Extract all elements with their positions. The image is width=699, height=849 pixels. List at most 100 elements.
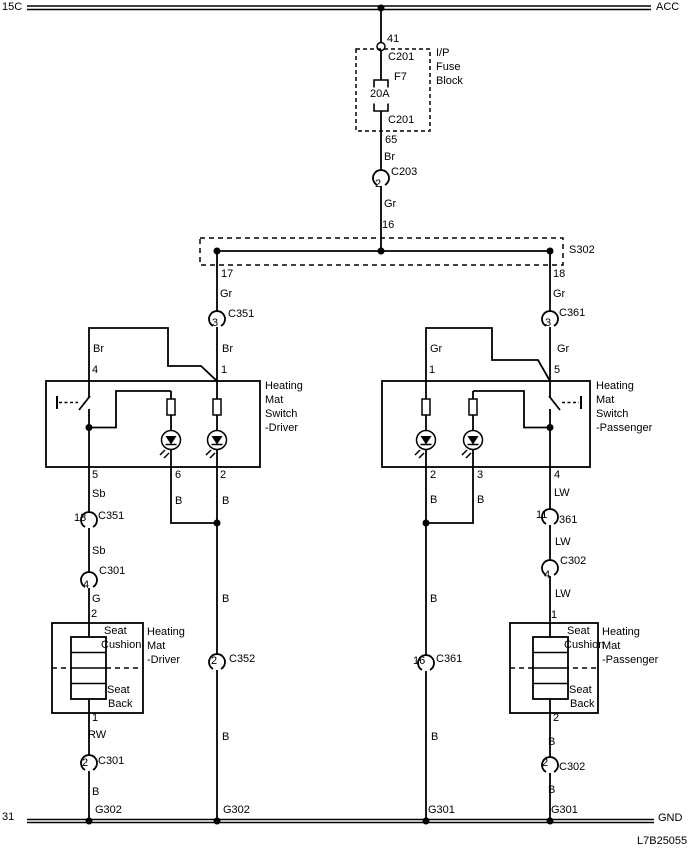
passenger-drop-wire (425, 251, 559, 382)
driver-return-wire (170, 467, 226, 820)
connector-label: C301 (99, 565, 126, 577)
wire-color-label: Sb (92, 488, 106, 500)
pin-number: 13 (74, 512, 87, 524)
connector-label: C361 (436, 653, 463, 665)
resistor-symbol (212, 398, 222, 416)
connector-symbol-c352 (208, 653, 226, 670)
wire-color-label: B (430, 593, 438, 605)
wire-color-label: Gr (553, 288, 566, 300)
ground-label: G301 (428, 804, 455, 816)
pin-number: 16 (382, 219, 395, 231)
diagram-code: L7B25055 (637, 835, 688, 847)
ground-rail (27, 818, 654, 824)
led-symbol (414, 429, 437, 459)
connector-symbol-c301b (80, 754, 98, 771)
component-label: Heating (602, 626, 640, 638)
fuse-rating: 20A (370, 88, 390, 100)
component-label: -Passenger (596, 422, 653, 434)
connector-label: C301 (98, 755, 125, 767)
driver-mat-ground-wire (80, 699, 98, 820)
connector-symbol-c361 (541, 310, 559, 327)
pin-number: 5 (92, 469, 99, 481)
ground-label: G302 (223, 804, 250, 816)
wire-color-label: B (548, 736, 556, 748)
connector-symbol-c302b (541, 756, 559, 773)
fuse-block-label: Fuse (436, 61, 461, 73)
passenger-switch (381, 380, 591, 468)
mat-section-label: Cushion (101, 639, 142, 651)
wire-color-label: Gr (384, 198, 397, 210)
mat-section-label: Back (570, 698, 595, 710)
resistor-symbol (468, 398, 478, 416)
connector-label: C352 (229, 653, 256, 665)
connector-label: C201 (388, 51, 415, 63)
pin-number: 2 (542, 757, 549, 769)
pin-number: 2 (553, 712, 560, 724)
pin-number: 1 (92, 712, 99, 724)
component-label: Switch (265, 408, 298, 420)
connector-symbol-c361c (417, 654, 435, 671)
connector-label: C302 (560, 555, 587, 567)
driver-drop-wire (88, 251, 226, 382)
wire-color-label: B (548, 784, 556, 796)
pin-number: 16 (413, 655, 426, 667)
connector-label: C361 (559, 307, 586, 319)
junction-dot (85, 817, 93, 825)
fuse-symbol (373, 79, 389, 88)
switch-blade (548, 395, 561, 411)
pin-number: 1 (429, 364, 436, 376)
led-symbol (461, 429, 484, 459)
connector-label: 361 (559, 514, 578, 526)
fuse-symbol (373, 103, 389, 112)
led-symbol (159, 429, 182, 459)
component-label: Switch (596, 408, 629, 420)
junction-dot (213, 817, 221, 825)
wire-color-label: B (431, 731, 439, 743)
pin-number: 4 (92, 364, 99, 376)
component-label: Heating (596, 380, 634, 392)
wire-color-label: Br (222, 343, 233, 355)
wire-color-label: Gr (430, 343, 443, 355)
mat-section-label: Cushion (564, 639, 605, 651)
component-label: -Driver (147, 654, 180, 666)
passenger-supply-wire (541, 467, 559, 637)
mat-section-label: Seat (107, 684, 130, 696)
wire-color-label: Gr (557, 343, 570, 355)
wire-color-label: B (175, 495, 183, 507)
mat-section-label: Back (108, 698, 133, 710)
wire-color-label: Gr (220, 288, 233, 300)
pin-number: 5 (554, 364, 561, 376)
wire-color-label: B (430, 494, 438, 506)
wire-color-label: Br (384, 151, 395, 163)
wire-color-label: B (222, 731, 230, 743)
ground-label: G301 (551, 804, 578, 816)
pin-number: 2 (211, 655, 218, 667)
pin-number: 18 (553, 268, 566, 280)
connector-label: C302 (559, 761, 586, 773)
component-label: Mat (602, 640, 621, 652)
component-label: Heating (265, 380, 303, 392)
splice-label: S302 (569, 244, 595, 256)
ground-label: G302 (95, 804, 122, 816)
ground-rail-right-label: GND (658, 812, 683, 824)
pin-number: 2 (430, 469, 437, 481)
wire-color-label: B (222, 495, 230, 507)
power-rail (27, 5, 651, 11)
ground-rail-left-label: 31 (2, 811, 15, 823)
driver-supply-wire (80, 467, 98, 637)
pin-number: 3 (212, 317, 219, 329)
component-label: -Passenger (602, 654, 659, 666)
switch-blade (78, 395, 91, 411)
pin-number: 65 (385, 134, 398, 146)
main-feed-wire (376, 8, 386, 80)
passenger-mat-ground-wire (541, 699, 559, 820)
fuse-name: F7 (394, 71, 407, 83)
resistor-symbol (166, 398, 176, 416)
driver-switch (45, 380, 261, 468)
mat-section-label: Seat (567, 625, 590, 637)
connector-label: C351 (98, 510, 125, 522)
passenger-heating-mat (509, 622, 599, 714)
pin-number: 4 (83, 579, 90, 591)
pin-number: 3 (477, 469, 484, 481)
